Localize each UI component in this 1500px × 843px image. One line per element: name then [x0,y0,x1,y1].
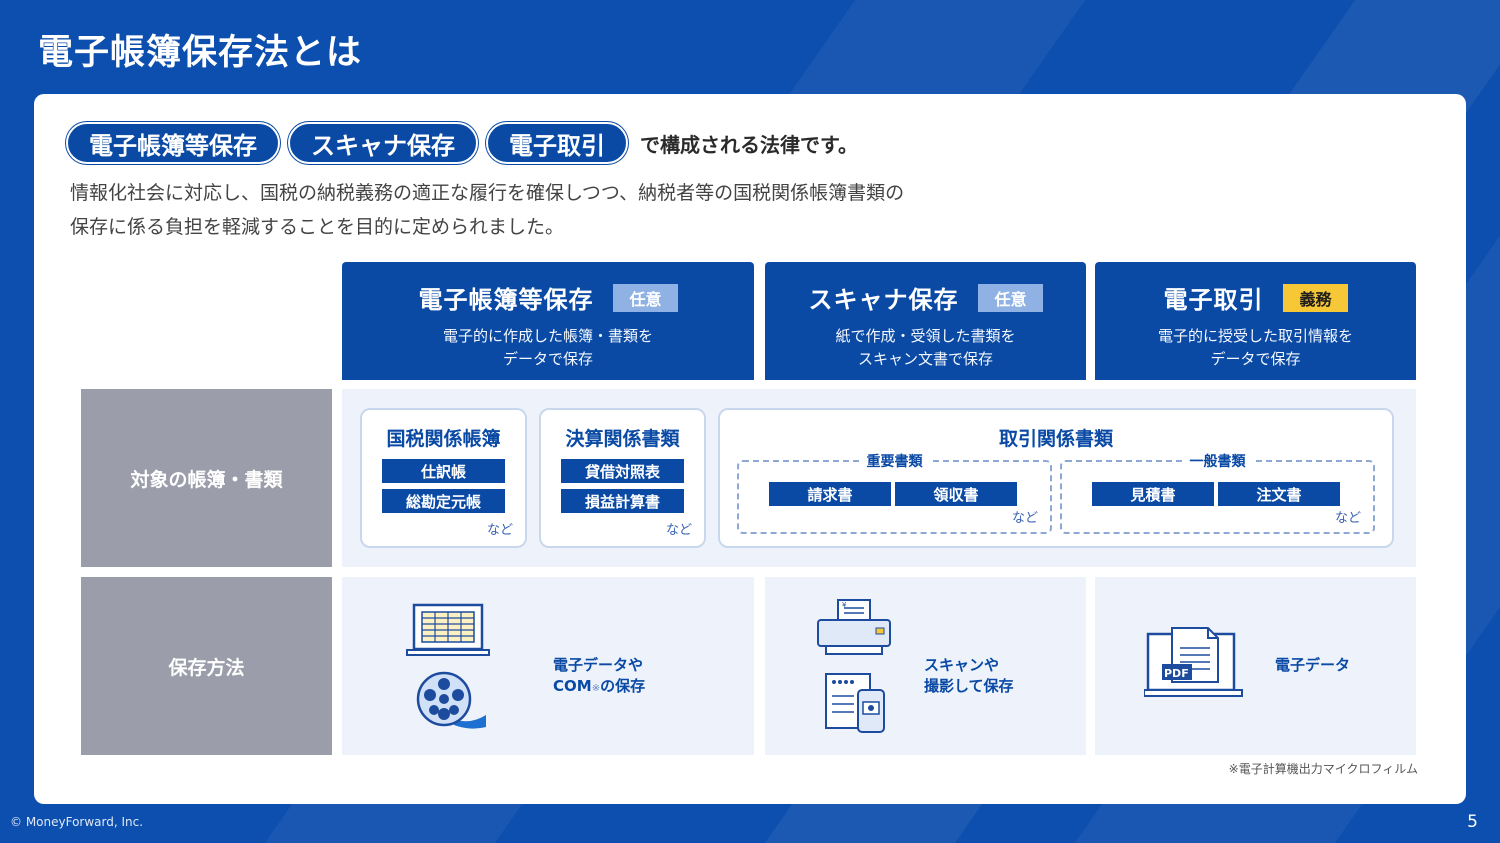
intro-line-2: 保存に係る負担を軽減することを目的に定められました。 [70,216,565,238]
column-header-electronic-transaction: 電子取引義務 電子的に授受した取引情報を データで保存 [1095,262,1416,380]
doc-chip: 領収書 [895,482,1017,506]
etc-label: など [486,523,513,538]
content-card: 電子帳簿等保存 スキャナ保存 電子取引 で構成される法律です。 情報化社会に対応… [34,94,1466,804]
optional-tag: 任意 [613,283,678,312]
column-header-scanner: スキャナ保存任意 紙で作成・受領した書類を スキャン文書で保存 [765,262,1086,380]
column-desc-line-1: 紙で作成・受領した書類を [835,327,1016,345]
doc-chip: 注文書 [1218,482,1340,506]
page-number: 5 [1467,812,1478,832]
laptop-spreadsheet-icon [406,603,490,656]
pdf-label: PDF [1164,667,1189,680]
doc-box-tax-books: 国税関係帳簿 仕訳帳 総勘定元帳 など [360,408,527,548]
column-desc-line-2: データで保存 [502,350,593,368]
method-line-2: 撮影して保存 [924,677,1014,695]
row-label-method: 保存方法 [81,577,332,755]
method-com: COM [553,677,592,695]
pill-scanner: スキャナ保存 [288,122,478,164]
etc-label: など [1334,511,1361,526]
column-desc-line-1: 電子的に作成した帳簿・書類を [442,327,653,345]
column-title: 電子取引 [1163,286,1264,314]
column-desc-line-1: 電子的に授受した取引情報を [1157,327,1353,345]
etc-label: など [1011,511,1038,526]
method-line-1: 電子データや [553,656,644,674]
svg-text:¥: ¥ [842,601,847,609]
com-note-mark: ※ [591,683,601,694]
pill-electronic-transaction: 電子取引 [486,122,628,164]
doc-chip: 仕訳帳 [382,459,505,483]
method-line-1: スキャンや [924,656,1000,674]
doc-box-title: 決算関係書類 [565,428,680,450]
copyright: © MoneyForward, Inc. [10,815,144,829]
doc-chip: 総勘定元帳 [382,489,505,513]
film-reel-icon [416,671,486,729]
method-text-electronic-books: 電子データや COM※の保存 [553,655,645,699]
column-header-electronic-books: 電子帳簿等保存任意 電子的に作成した帳簿・書類を データで保存 [342,262,754,380]
pill-electronic-books: 電子帳簿等保存 [66,122,280,164]
doc-box-transaction: 取引関係書類 [718,408,1394,548]
doc-box-title: 国税関係帳簿 [386,428,501,450]
footnote: ※電子計算機出力マイクロフィルム [1228,762,1418,776]
doc-box-title: 取引関係書類 [998,428,1113,450]
column-title: 電子帳簿等保存 [418,286,594,314]
mandatory-tag: 義務 [1283,283,1348,312]
method-line-1: 電子データ [1275,656,1351,674]
scanner-printer-icon: ¥ [817,599,891,655]
method-cell-electronic-books [342,577,754,755]
pdf-monitor-icon: PDF [1144,627,1243,697]
pill-suffix-text: で構成される法律です。 [640,132,858,157]
doc-box-settlement: 決算関係書類 貸借対照表 損益計算書 など [539,408,706,548]
method-text-transaction: 電子データ [1275,655,1350,676]
column-desc-line-2: データで保存 [1210,350,1301,368]
optional-tag: 任意 [978,283,1043,312]
doc-chip: 貸借対照表 [561,459,684,483]
group-title: 重要書類 [858,451,931,471]
method-text-scanner: スキャンや 撮影して保存 [924,655,1014,697]
method-cell-scanner [765,577,1086,755]
important-docs-group: 重要書類 請求書 領収書 など [737,451,1052,534]
smartphone-camera-icon [825,673,885,733]
general-docs-group: 一般書類 見積書 注文書 など [1060,451,1375,534]
method-line-2: の保存 [600,677,646,695]
etc-label: など [665,523,692,538]
intro-line-1: 情報化社会に対応し、国税の納税義務の適正な履行を確保しつつ、納税者等の国税関係帳… [70,182,905,204]
intro-paragraph: 情報化社会に対応し、国税の納税義務の適正な履行を確保しつつ、納税者等の国税関係帳… [70,176,1030,244]
doc-chip: 見積書 [1092,482,1214,506]
doc-chip: 損益計算書 [561,489,684,513]
column-desc-line-2: スキャン文書で保存 [857,350,993,368]
row-label-target: 対象の帳簿・書類 [81,389,332,567]
column-title: スキャナ保存 [808,286,959,314]
page-title: 電子帳簿保存法とは [38,33,363,73]
component-pills: 電子帳簿等保存 スキャナ保存 電子取引 で構成される法律です。 [66,122,858,164]
doc-chip: 請求書 [769,482,891,506]
group-title: 一般書類 [1181,451,1254,471]
